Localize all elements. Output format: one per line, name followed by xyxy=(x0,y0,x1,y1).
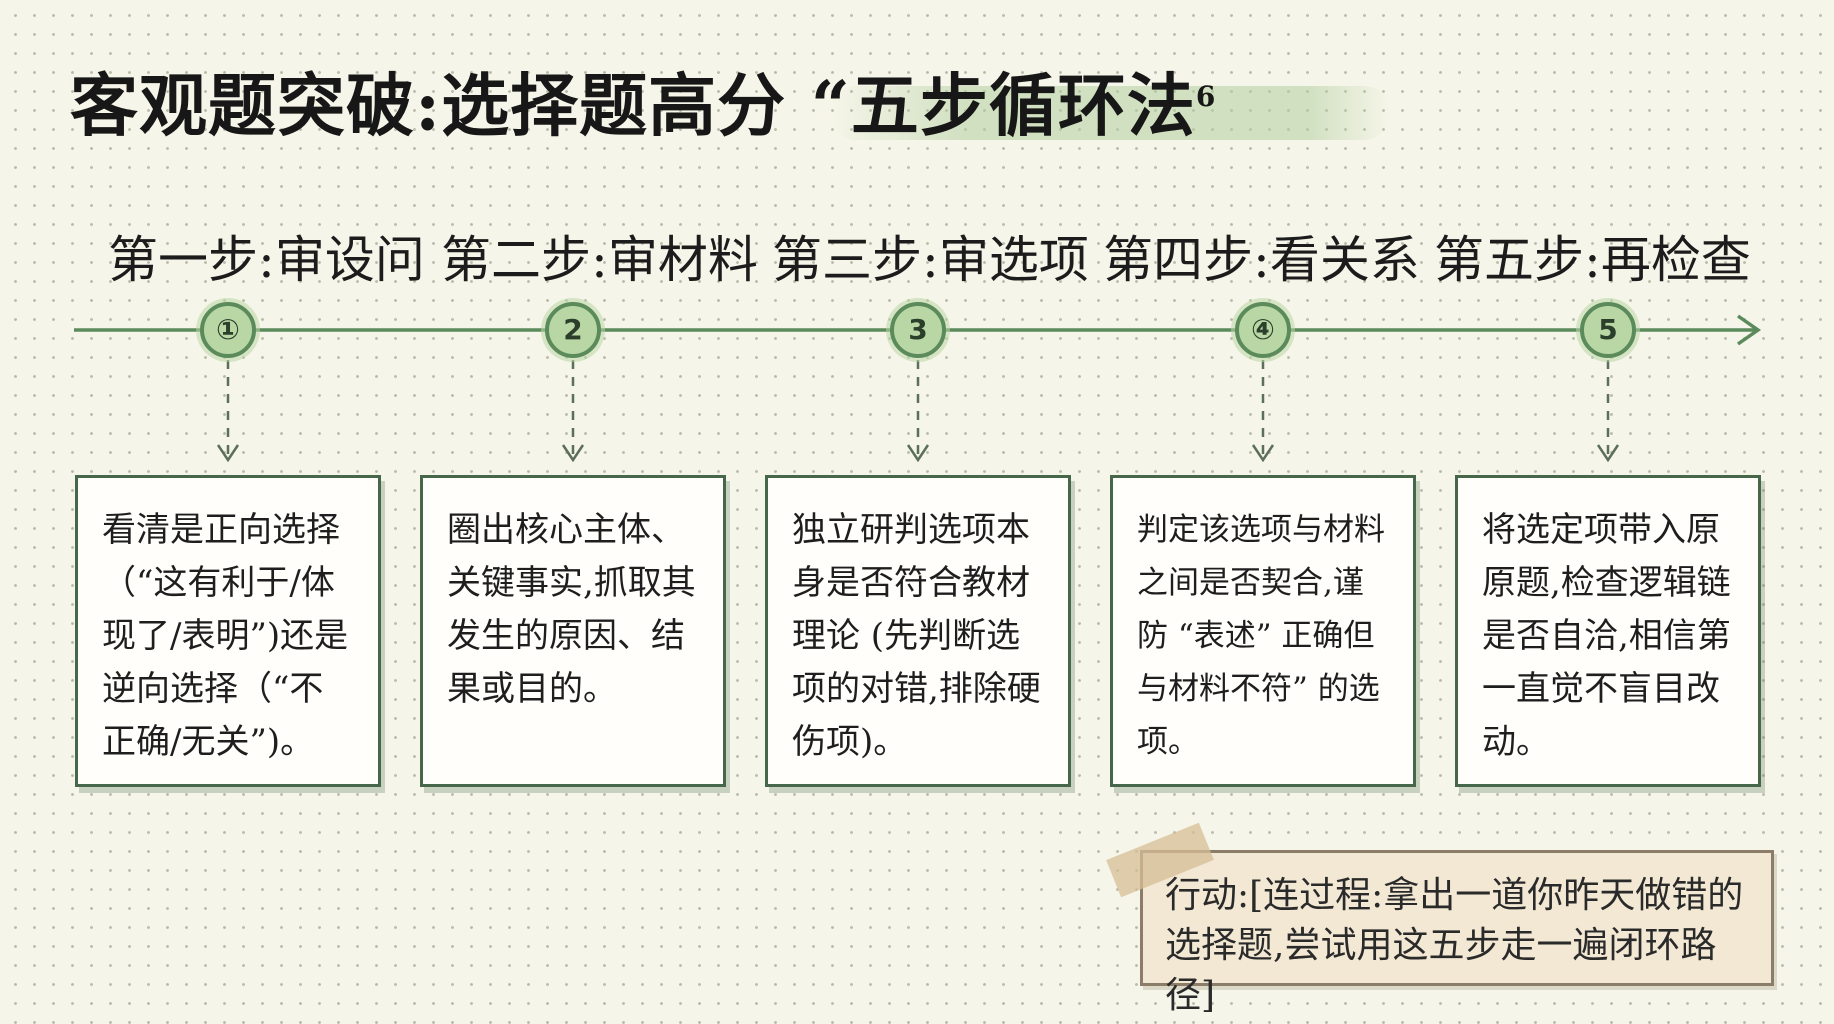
step-5-card: 将选定项带入原原题,检查逻辑链是否自洽,相信第一直觉不盲目改动。 xyxy=(1455,475,1761,787)
step-2-heading: 第二步:审材料 xyxy=(441,231,758,289)
step-4-description: 判定该选项与材料之间是否契合,谨防 “表述” 正确但与材料不符” 的选项。 xyxy=(1137,512,1385,760)
connector-3 xyxy=(906,360,930,463)
action-note: 行动:[连过程:拿出一道你昨天做错的选择题,尝试用这五步走一遍闭环路径] xyxy=(1140,850,1774,1016)
step-2-marker: 2 xyxy=(545,302,601,358)
connector-2 xyxy=(561,360,585,463)
title-superscript: 6 xyxy=(1195,80,1217,113)
step-1-card: 看清是正向选择（“这有利于/体现了/表明”)还是逆向选择（“不正确/无关”)。 xyxy=(75,475,381,787)
step-2-description: 圈出核心主体、关键事实,抓取其发生的原因、结果或目的。 xyxy=(447,510,696,709)
title-area: 客观题突破:选择题高分 “五步循环法6 xyxy=(70,52,1390,147)
step-5-heading: 第五步:再检查 xyxy=(1434,231,1751,289)
page-title: 客观题突破:选择题高分 “五步循环法6 xyxy=(70,52,1216,152)
connector-5 xyxy=(1596,360,1620,463)
step-4-heading: 第四步:看关系 xyxy=(1103,231,1420,289)
timeline-arrowhead xyxy=(1736,314,1762,346)
step-1-heading: 第一步:审设问 xyxy=(108,231,425,289)
connector-1 xyxy=(216,360,240,463)
step-4-card: 判定该选项与材料之间是否契合,谨防 “表述” 正确但与材料不符” 的选项。 xyxy=(1110,475,1416,787)
step-3-marker: 3 xyxy=(890,302,946,358)
step-5-marker: 5 xyxy=(1580,302,1636,358)
title-highlight xyxy=(830,86,1390,140)
step-3-card: 独立研判选项本身是否符合教材理论 (先判断选项的对错,排除硬伤项)。 xyxy=(765,475,1071,787)
connector-4 xyxy=(1251,360,1275,463)
page-title-text: 客观题突破:选择题高分 “五步循环法 xyxy=(70,66,1196,147)
step-1-marker: ① xyxy=(200,302,256,358)
step-1-description: 看清是正向选择（“这有利于/体现了/表明”)还是逆向选择（“不正确/无关”)。 xyxy=(102,510,349,762)
action-note-text: 行动:[连过程:拿出一道你昨天做错的选择题,尝试用这五步走一遍闭环路径] xyxy=(1165,875,1744,1016)
step-3-description: 独立研判选项本身是否符合教材理论 (先判断选项的对错,排除硬伤项)。 xyxy=(792,510,1041,762)
step-5-description: 将选定项带入原原题,检查逻辑链是否自洽,相信第一直觉不盲目改动。 xyxy=(1482,510,1731,762)
step-2-card: 圈出核心主体、关键事实,抓取其发生的原因、结果或目的。 xyxy=(420,475,726,787)
step-4-marker: ④ xyxy=(1235,302,1291,358)
step-3-heading: 第三步:审选项 xyxy=(772,231,1089,289)
